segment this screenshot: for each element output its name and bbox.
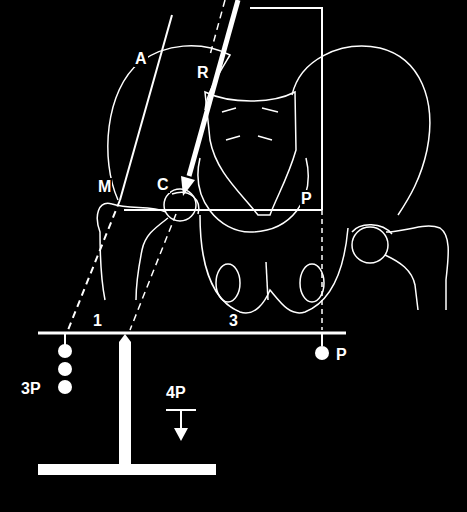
callout-label: 4P <box>165 384 187 401</box>
callout-label: C <box>156 176 170 193</box>
callout-label: P <box>335 346 348 363</box>
callout-label: R <box>196 64 210 81</box>
callout-label: 3P <box>20 380 42 397</box>
force-arrowhead <box>181 176 195 196</box>
lever-model <box>38 333 346 475</box>
force-lines <box>68 0 322 330</box>
callout-label: 3 <box>228 312 239 329</box>
callout-label: A <box>134 50 148 67</box>
callout-label: M <box>97 178 112 195</box>
callout-label: P <box>300 190 313 207</box>
pelvis-outline <box>97 46 448 313</box>
callout-label: 1 <box>92 312 103 329</box>
